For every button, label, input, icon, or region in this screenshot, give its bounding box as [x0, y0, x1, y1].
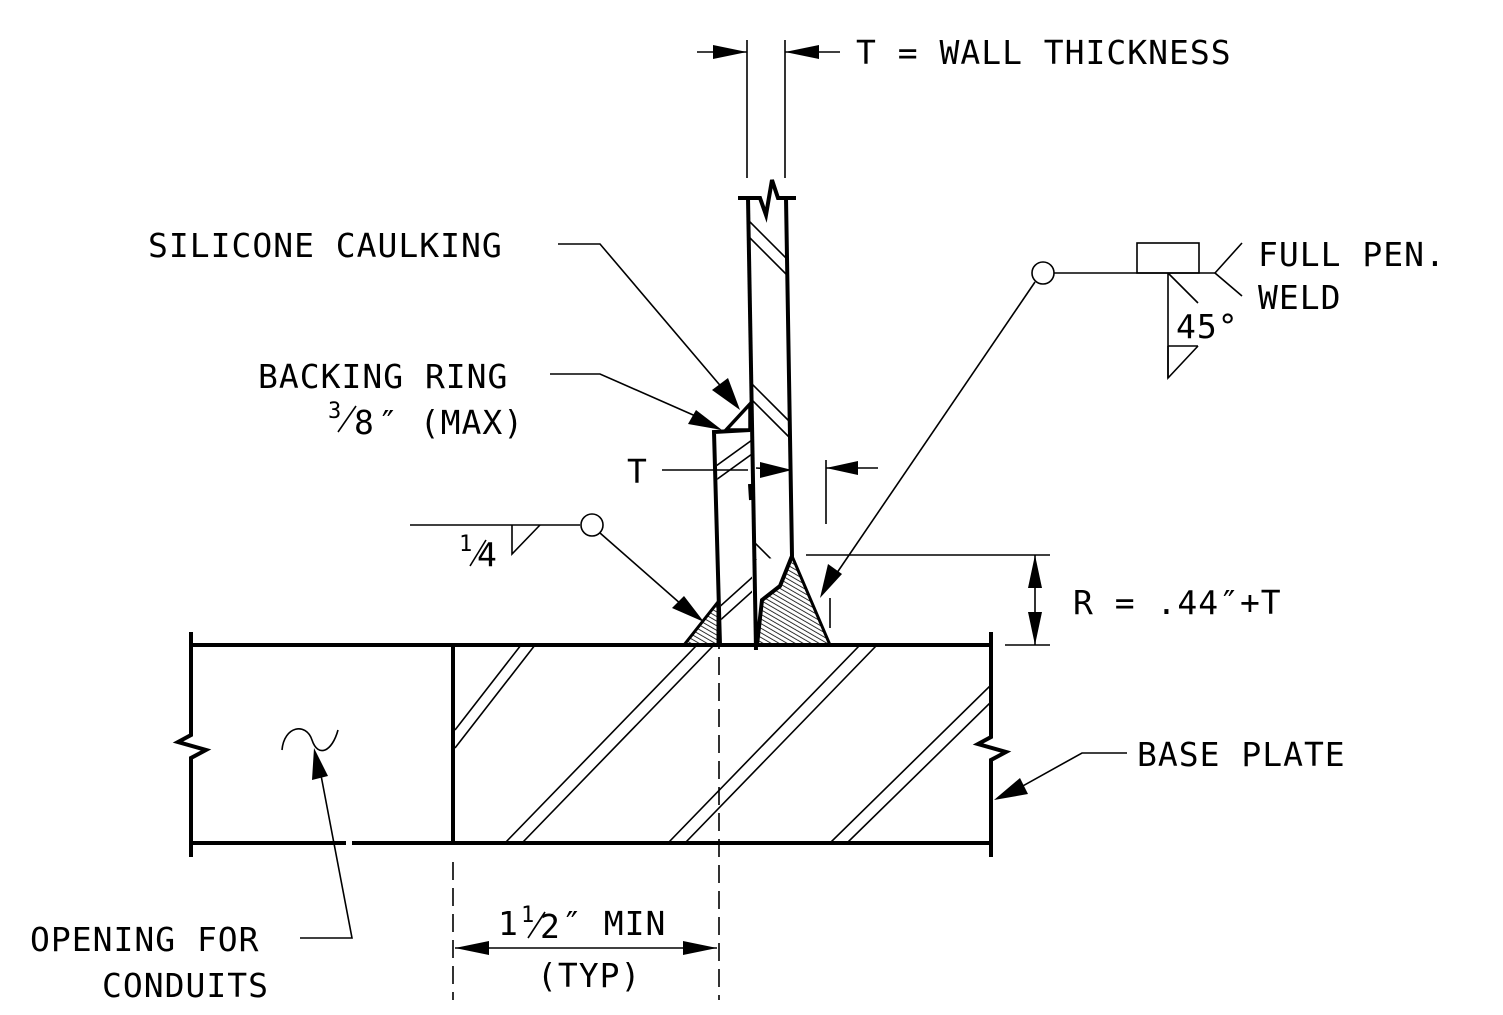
opening-label-line2: CONDUITS	[102, 966, 269, 1005]
svg-text:4: 4	[477, 535, 497, 574]
full-pen-label-line1: FULL PEN.	[1258, 235, 1446, 274]
backing-ring-label: BACKING RING	[258, 357, 508, 396]
svg-text:″ MIN: ″ MIN	[562, 904, 666, 943]
tilde-symbol	[281, 728, 339, 752]
silicone-caulking-label: SILICONE CAULKING	[148, 226, 503, 265]
backing-ring-leader	[550, 373, 701, 419]
silicone-caulking-leader	[558, 243, 725, 391]
backing-ring	[711, 428, 753, 646]
svg-text:8: 8	[354, 403, 374, 442]
backing-ring-size: 3 8 ″ (MAX)	[328, 399, 524, 442]
fillet-weld-symbol: 1 4	[410, 513, 704, 622]
base-plate-leader	[1011, 752, 1127, 793]
opening-label-line1: OPENING FOR	[30, 920, 260, 959]
angle-label: 45°	[1176, 307, 1239, 346]
wall-thickness-label: T = WALL THICKNESS	[856, 33, 1232, 72]
opening-leader	[300, 769, 353, 939]
svg-text:″ (MAX): ″ (MAX)	[378, 403, 524, 442]
wall-thickness-dimension	[697, 40, 840, 178]
base-plate	[172, 632, 1012, 857]
silicone-caulking	[722, 399, 752, 432]
svg-text:1: 1	[521, 903, 534, 928]
fillet-weld	[680, 597, 720, 647]
r-dimension	[806, 554, 1050, 646]
base-plate-label: BASE PLATE	[1137, 735, 1346, 774]
svg-text:2: 2	[540, 907, 560, 946]
t-arrow	[760, 462, 792, 478]
min-dimension: 1 1 2 ″ MIN	[455, 903, 717, 955]
typ-label: (TYP)	[537, 956, 641, 995]
t-marker: T	[627, 452, 648, 491]
svg-text:1: 1	[459, 532, 472, 557]
svg-text:3: 3	[328, 399, 341, 424]
svg-text:1: 1	[498, 904, 518, 943]
plate-hatch	[454, 645, 991, 843]
full-pen-weld-symbol	[820, 242, 1243, 598]
full-pen-weld	[755, 552, 833, 647]
r-dimension-label: R = .44″+T	[1073, 583, 1282, 622]
full-pen-label-line2: WELD	[1258, 278, 1341, 317]
